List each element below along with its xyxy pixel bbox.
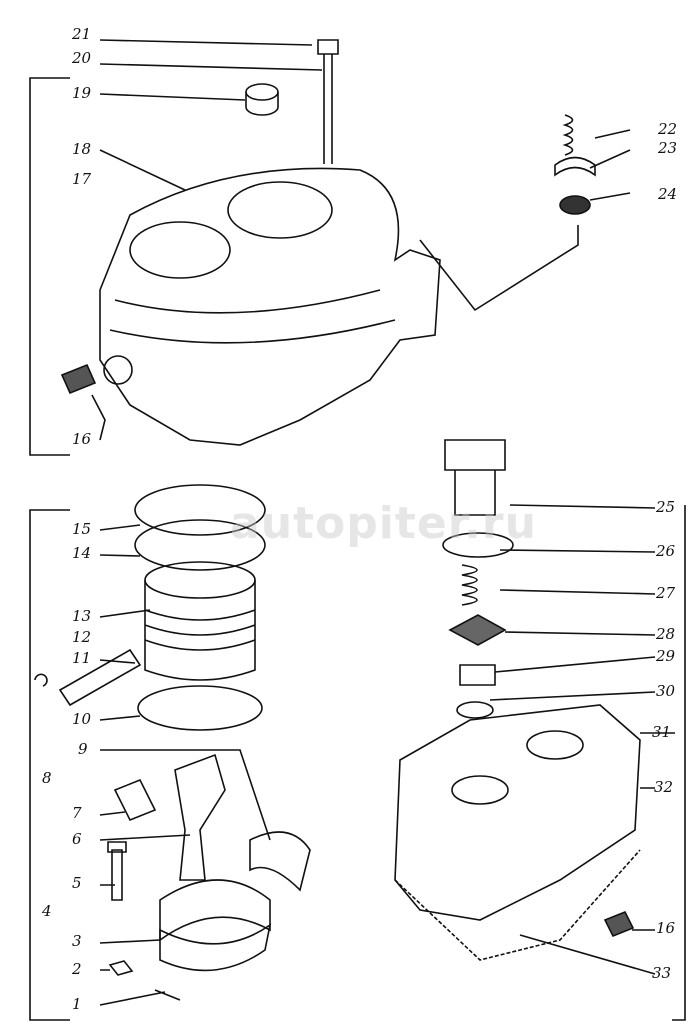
bracket-31 [672,505,686,1021]
callout-33: 33 [652,964,672,982]
watermark: autopiter.ru [230,498,537,549]
callout-12: 12 [72,628,92,646]
callout-32: 32 [654,778,674,796]
connecting-rod [174,753,226,881]
callout-25: 25 [656,498,676,516]
callout-9: 9 [78,740,88,758]
callout-11: 11 [72,649,92,667]
callout-13: 13 [72,607,92,625]
callout-10: 10 [72,710,92,728]
callout-24: 24 [658,185,678,203]
valve-plug [444,439,506,516]
callout-14: 14 [72,544,92,562]
callout-1: 1 [72,995,82,1013]
callout-3: 3 [72,932,82,950]
callout-29: 29 [656,647,676,665]
piston [144,580,256,681]
callout-16: 16 [72,430,92,448]
callout-30: 30 [656,682,676,700]
callout-15: 15 [72,520,92,538]
callout-23: 23 [658,139,678,157]
bolt-20 [317,39,339,164]
callout-22: 22 [658,120,678,138]
callout-19: 19 [72,84,92,102]
callout-16-head: 16 [656,919,676,937]
callout-27: 27 [656,584,676,602]
callout-28: 28 [656,625,676,643]
bracket-8 [29,509,70,1021]
bracket-17 [29,77,70,456]
callout-5: 5 [72,874,82,892]
callout-18: 18 [72,140,92,158]
callout-2: 2 [72,960,82,978]
callout-17: 17 [72,170,92,188]
callout-26: 26 [656,542,676,560]
callout-4: 4 [42,902,52,920]
cylinder-block [99,167,441,446]
cylinder-head [394,704,641,921]
callout-8: 8 [42,769,52,787]
callout-31: 31 [652,723,672,741]
callout-20: 20 [72,49,92,67]
callout-21: 21 [72,25,92,43]
callout-7: 7 [72,804,82,822]
callout-6: 6 [72,830,82,848]
